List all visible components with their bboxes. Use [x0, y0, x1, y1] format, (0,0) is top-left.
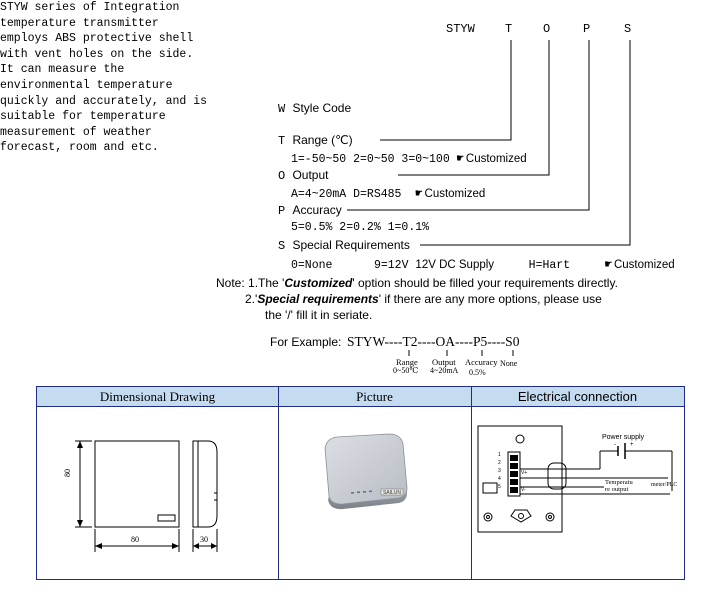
intro-line: It can measure the: [0, 63, 125, 77]
temp-output-label-1: Temperatu: [605, 479, 633, 486]
special-options: 0=None 9=12V 12V DC Supply H=Hart ☛Custo…: [291, 257, 675, 272]
code-letter-p: P: [583, 22, 591, 36]
example-sub-output-val: 4~20mA: [430, 366, 459, 375]
pointing-hand-icon: ☛: [456, 151, 464, 165]
intro-line: suitable for temperature: [0, 110, 166, 124]
header-picture: Picture: [278, 387, 471, 407]
code-letter-t: T: [505, 22, 513, 36]
header-dimensional-drawing: Dimensional Drawing: [37, 387, 278, 407]
power-supply-label: Power supply: [602, 434, 645, 441]
note-1: Note: 1.The 'Customized' option should b…: [216, 276, 618, 290]
intro-line: STYW series of Integration: [0, 1, 180, 14]
style-code-label: W Style Code: [278, 101, 352, 116]
example-ticks: [408, 350, 514, 356]
intro-line: forecast, room and etc.: [0, 141, 159, 155]
intro-line: with vent holes on the side.: [0, 47, 194, 61]
code-connector-lines: [347, 40, 631, 246]
terminal-v-minus: V-: [521, 487, 526, 493]
intro-line: quickly and accurately, and is: [0, 94, 208, 108]
terminal-v-plus: V+: [521, 470, 528, 476]
terminal-numbers: 1 2 3 4 5: [498, 452, 501, 490]
header-electrical-connection: Electrical connection: [471, 387, 684, 407]
example-label: For Example:: [270, 335, 342, 349]
spec-table: Dimensional Drawing Picture Electrical c…: [36, 386, 685, 580]
output-options: A=4~20mA D=RS485 ☛Customized: [291, 186, 486, 201]
pointing-hand-icon: ☛: [604, 257, 612, 271]
accuracy-options: 5=0.5% 2=0.2% 1=0.1%: [291, 221, 430, 234]
example-sub-output: Output: [432, 357, 456, 367]
pointing-hand-icon: ☛: [415, 186, 423, 200]
device-brand-label: SAILUN: [383, 490, 401, 496]
code-letter-o: O: [543, 22, 551, 36]
code-letter-styw: STYW: [446, 22, 475, 36]
range-label: T Range (℃): [278, 133, 353, 148]
example-code: STYW----T2----OA----P5----S0: [347, 334, 520, 349]
meter-plc-label: meter/PLC: [651, 482, 678, 488]
example-sub-accuracy: Accuracy: [465, 357, 498, 367]
polarity-plus-label: +: [630, 442, 634, 448]
column-divider: [278, 387, 279, 579]
device-picture: SAILUN: [324, 433, 408, 510]
note-2: 2.'Special requirements' if there are an…: [245, 292, 602, 306]
special-label: S Special Requirements: [278, 238, 410, 253]
accuracy-label: P Accuracy: [278, 203, 342, 218]
intro-line: environmental temperature: [0, 78, 173, 92]
dim-width-label: 80: [131, 535, 139, 544]
range-options: 1=-50~50 2=0~50 3=0~100 ☛Customized: [291, 151, 527, 166]
example-sub-range: Range: [396, 357, 418, 367]
code-letter-s: S: [624, 22, 632, 36]
example-sub-range-val: 0~50℃: [393, 366, 419, 375]
polarity-minus-label: -: [614, 442, 616, 448]
temp-output-label-2: re output: [605, 486, 629, 493]
intro-line: temperature transmitter: [0, 16, 159, 30]
dim-depth-label: 30: [200, 535, 208, 544]
output-label: O Output: [278, 168, 329, 183]
intro-line: employs ABS protective shell: [0, 32, 194, 46]
column-divider: [471, 387, 472, 579]
example-sub-none: None: [500, 359, 518, 368]
intro-paragraph: STYW series of Integration temperature t…: [0, 0, 215, 156]
intro-line: measurement of weather: [0, 125, 152, 139]
note-2-cont: the '/' fill it in seriate.: [265, 308, 373, 322]
example-sub-accuracy-val: 0.5%: [469, 368, 486, 377]
